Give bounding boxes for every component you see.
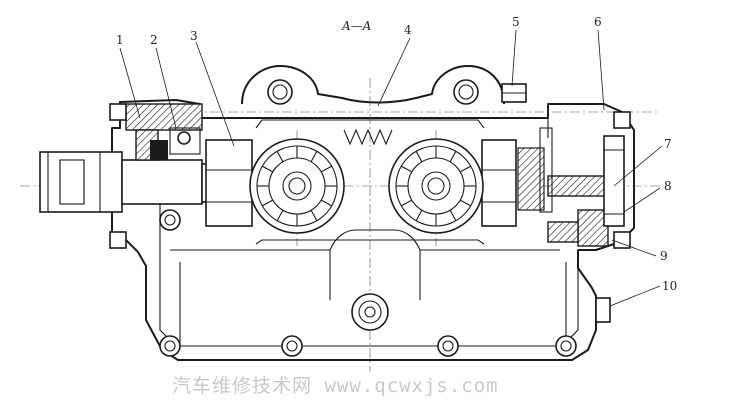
- gear-right: [388, 138, 484, 234]
- part-number-4: 4: [404, 23, 412, 37]
- shaft-sleeves: [205, 119, 625, 245]
- external-bolts: [109, 83, 631, 323]
- part-number-7: 7: [664, 137, 672, 151]
- part-number-2: 2: [150, 33, 158, 47]
- part-number-6: 6: [594, 15, 602, 29]
- part-number-3: 3: [190, 29, 198, 43]
- part-number-5: 5: [512, 15, 520, 29]
- center-teeth: [343, 128, 393, 146]
- part-number-1: 1: [116, 33, 124, 47]
- seal-parts: [125, 103, 623, 247]
- watermark: 汽车维修技术网 www.qcwxjs.com: [172, 375, 499, 397]
- gear-left: [249, 138, 345, 234]
- part-number-9: 9: [660, 249, 668, 263]
- bolt-holes: [159, 79, 577, 357]
- part-number-10: 10: [662, 279, 677, 293]
- part-number-8: 8: [664, 179, 672, 193]
- section-label: A—A: [341, 19, 372, 33]
- leader-lines: [119, 29, 663, 307]
